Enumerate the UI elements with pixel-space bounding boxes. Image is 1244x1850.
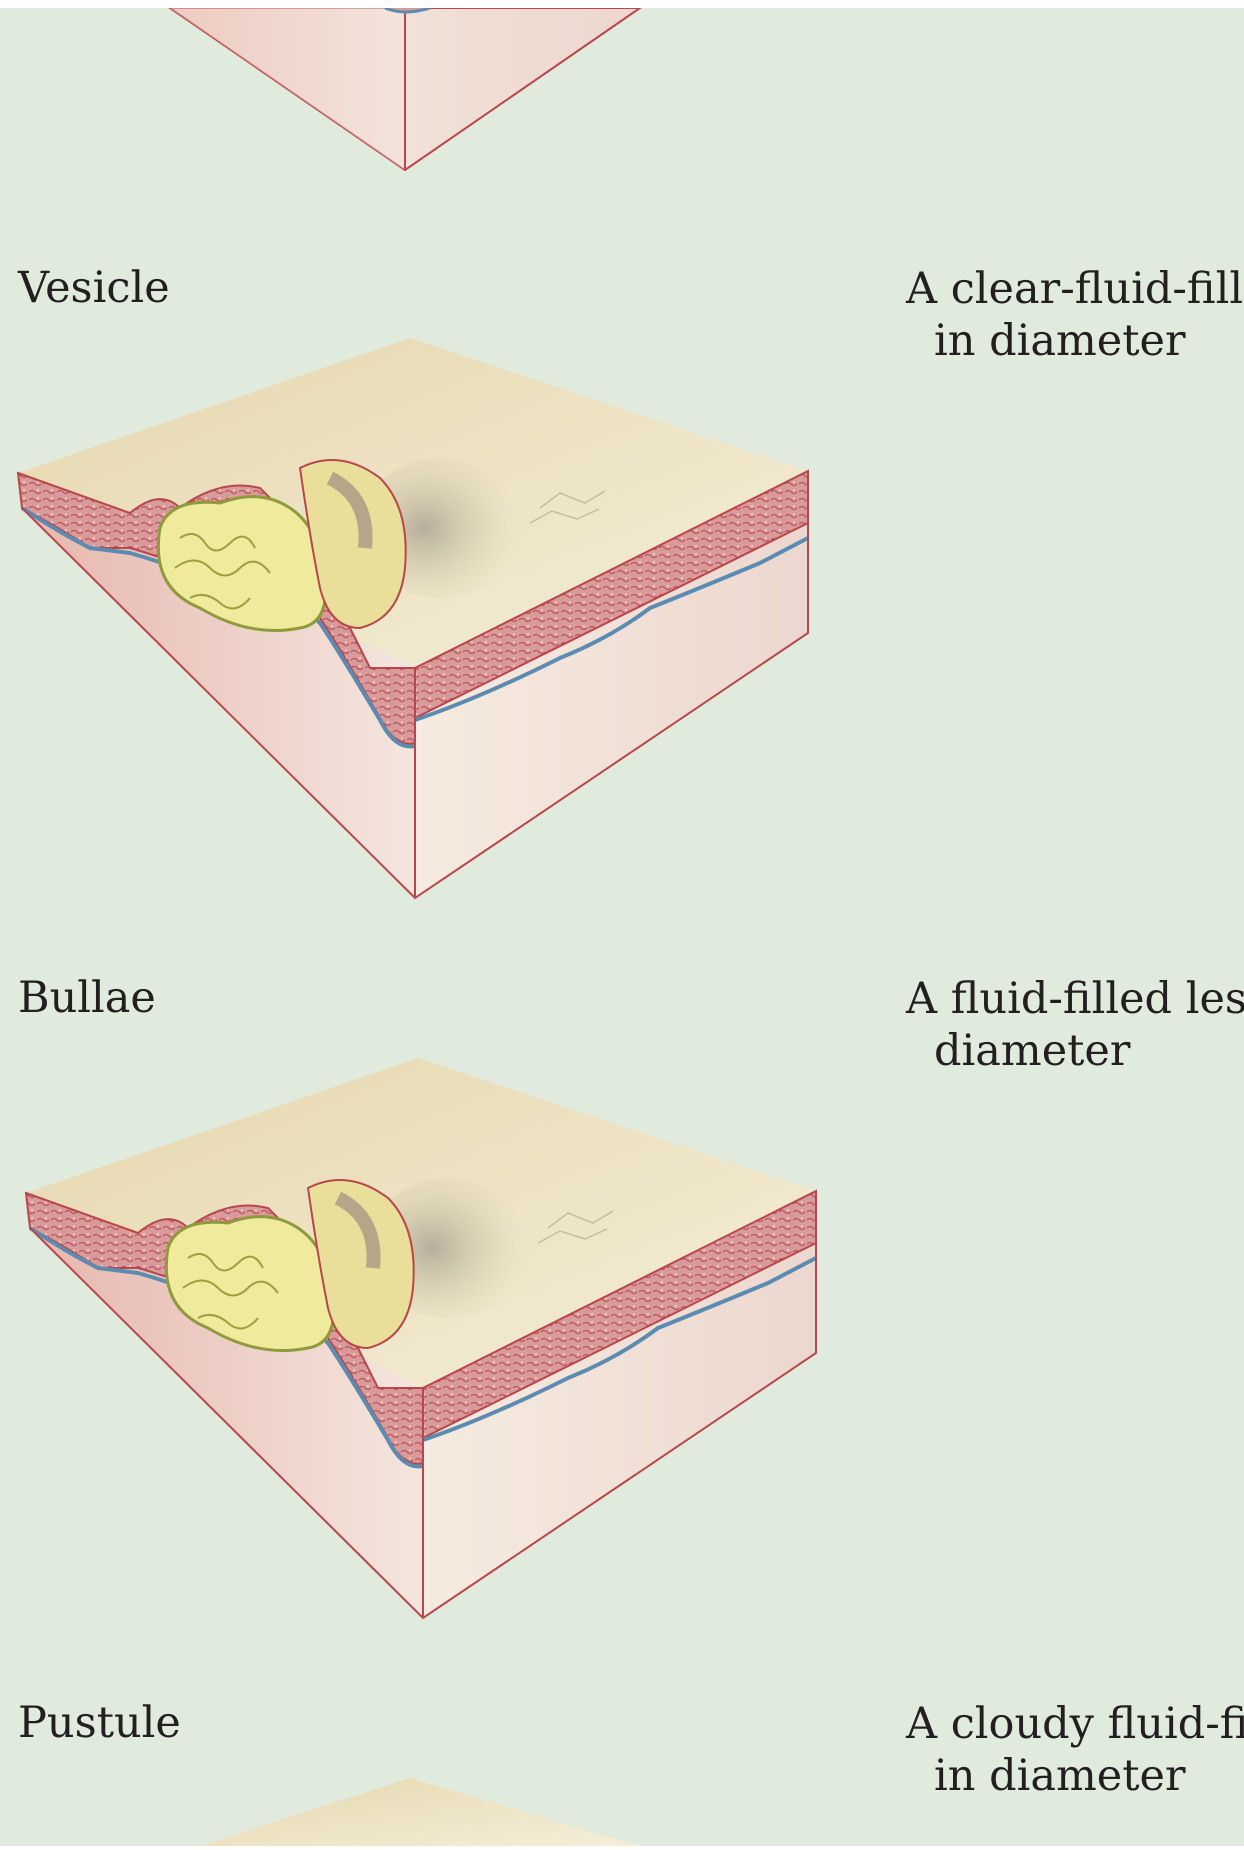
skin-blocks <box>16 8 817 1846</box>
vesicle-illustration <box>16 338 809 900</box>
bullae-description: A fluid-filled lesi diameter <box>906 973 1244 1077</box>
vesicle-description: A clear-fluid-fill in diameter <box>906 263 1243 367</box>
bullae-description-line-1: A fluid-filled lesi <box>906 974 1244 1024</box>
pustule-description-line-2: in diameter <box>934 1751 1186 1801</box>
vesicle-label: Vesicle <box>18 263 170 313</box>
bullae-description-line-2: diameter <box>934 1026 1131 1076</box>
lesion-figure: Vesicle A clear-fluid-fill in diameter B… <box>0 8 1244 1846</box>
pustule-label: Pustule <box>18 1698 181 1748</box>
vesicle-description-line-1: A clear-fluid-fill <box>906 264 1244 314</box>
partial-skin-block <box>168 8 642 172</box>
pustule-illustration-partial <box>200 1778 640 1846</box>
pustule-description-line-1: A cloudy fluid-fi <box>906 1699 1244 1749</box>
pustule-description: A cloudy fluid-fi in diameter <box>906 1698 1244 1802</box>
bullae-illustration <box>24 1058 817 1620</box>
bullae-label: Bullae <box>18 973 156 1023</box>
vesicle-description-line-2: in diameter <box>934 316 1186 366</box>
